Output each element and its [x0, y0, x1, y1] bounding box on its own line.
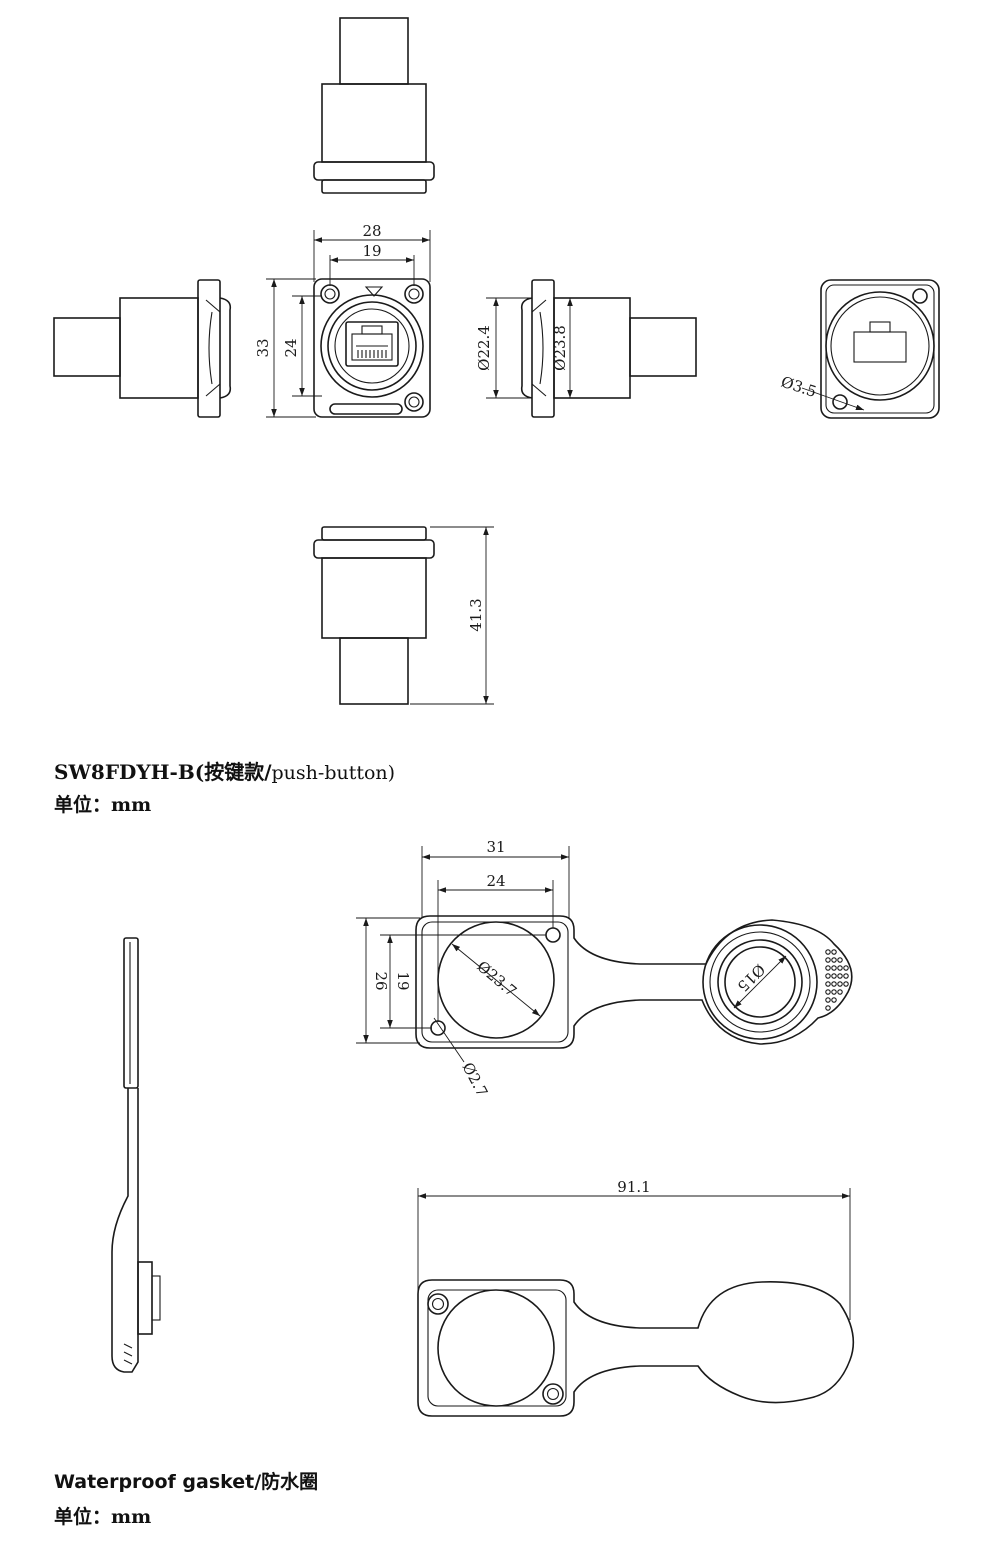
- gasket-top-view: [415, 915, 853, 1049]
- gasket-dim-dia-main: Ø23.7: [473, 957, 520, 1000]
- dim-dia-b: Ø23.8: [551, 325, 569, 371]
- dim-height-outer: 33: [254, 338, 272, 357]
- gasket-dim-dia-cap: Ø15: [734, 960, 769, 995]
- gasket-dim-width-inner: 24: [486, 872, 505, 890]
- dim-hole: Ø3.5: [779, 373, 819, 401]
- gasket-dim-height-outer: 26: [372, 971, 390, 990]
- connector-model-caption: SW8FDYH-B(按键款/push-button): [54, 756, 395, 785]
- gasket-unit-caption: 单位：mm: [54, 1506, 152, 1528]
- gasket-title-caption: Waterproof gasket/防水圈: [54, 1471, 319, 1493]
- connector-bottom-view: [313, 526, 435, 705]
- connector-dimensions: 28 19 33 24 Ø22.4 Ø23.8 Ø3.5 41.3: [254, 222, 865, 705]
- dim-width-outer: 28: [362, 222, 381, 240]
- gasket-bottom-view: [417, 1279, 855, 1417]
- dim-height-inner: 24: [282, 338, 300, 357]
- gasket-dim-height-inner: 19: [394, 971, 412, 990]
- connector-unit-caption: 单位：mm: [54, 794, 152, 816]
- connector-model-label: SW8FDYH-B(按键款/: [54, 760, 272, 784]
- gasket-dimensions: 31 24 26 19 Ø23.7 Ø15 Ø2.7 91.1: [356, 838, 851, 1320]
- gasket-grip-dots: [825, 949, 849, 1011]
- connector-right-side-view: [520, 279, 697, 418]
- connector-model-suffix: push-button): [271, 762, 396, 784]
- dim-dia-a: Ø22.4: [475, 325, 493, 371]
- gasket-dim-width-outer: 31: [486, 838, 505, 856]
- gasket-side-view: [111, 937, 161, 1373]
- connector-top-view: [313, 17, 435, 194]
- connector-left-side-view: [53, 279, 232, 418]
- gasket-dim-hole: Ø2.7: [458, 1059, 491, 1099]
- dim-length: 41.3: [467, 598, 485, 631]
- connector-front-view: [313, 278, 431, 418]
- connector-rear-view: [820, 279, 940, 419]
- dim-width-inner: 19: [362, 242, 381, 260]
- gasket-dim-overall-length: 91.1: [617, 1178, 650, 1196]
